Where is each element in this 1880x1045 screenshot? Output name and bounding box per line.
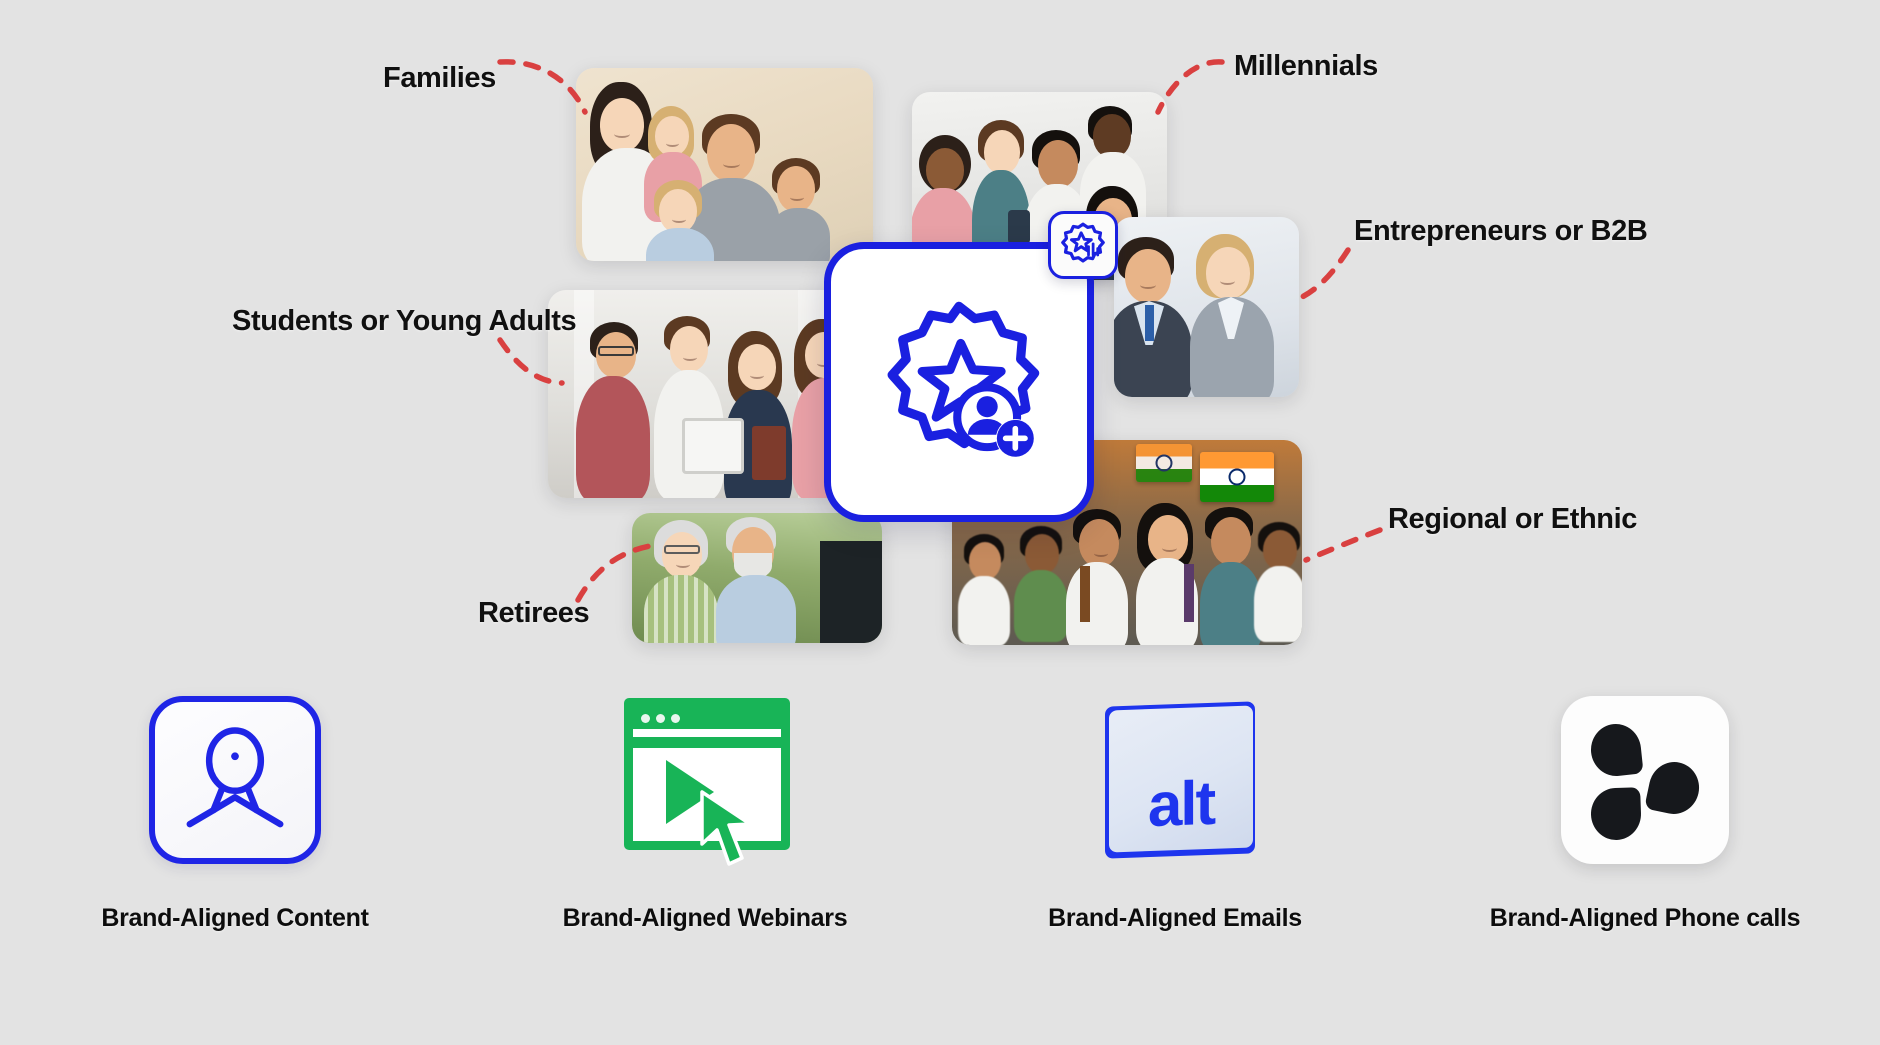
connector-millennials: [1155, 59, 1225, 115]
feature-emails-art: alt: [1087, 690, 1263, 870]
browser-frame: [624, 698, 790, 850]
feature-phone-label: Brand-Aligned Phone calls: [1489, 904, 1801, 932]
browser-dot: [641, 713, 650, 723]
badge-star-analytics-icon: [1060, 220, 1106, 271]
feature-webinars-label: Brand-Aligned Webinars: [562, 904, 848, 932]
avatar-outline-icon: [149, 696, 321, 864]
key-top-face: alt: [1109, 705, 1253, 853]
photo-families: [576, 68, 873, 261]
browser-play-cursor-icon: [610, 692, 800, 868]
feature-emails[interactable]: alt Brand-Aligned Emails: [940, 690, 1410, 980]
feature-content-art: [149, 690, 321, 870]
audience-label-entrepreneurs: Entrepreneurs or B2B: [1354, 215, 1648, 247]
audience-label-families: Families: [383, 62, 496, 94]
cursor-arrow-icon: [700, 790, 752, 866]
feature-row: Brand-Aligned Content: [0, 690, 1880, 980]
audience-label-retirees: Retirees: [478, 597, 590, 629]
dot-blob: [1644, 757, 1704, 819]
badge-star-add-person-icon: [871, 294, 1047, 470]
feature-emails-label: Brand-Aligned Emails: [1048, 904, 1302, 932]
dot-blob: [1588, 721, 1644, 779]
mini-brand-badge[interactable]: [1048, 211, 1118, 279]
feature-webinars-art: [610, 690, 800, 870]
key-side-face: alt: [1105, 701, 1255, 859]
connector-entrepreneurs: [1293, 247, 1351, 303]
browser-addressbar: [633, 737, 781, 748]
audience-label-regional: Regional or Ethnic: [1388, 503, 1637, 535]
feature-phone-art: [1561, 690, 1729, 870]
indian-flag: [1200, 452, 1274, 502]
center-brand-card[interactable]: [824, 242, 1094, 522]
feature-content[interactable]: Brand-Aligned Content: [0, 690, 470, 980]
feature-phone[interactable]: Brand-Aligned Phone calls: [1410, 690, 1880, 980]
dot-blob: [1590, 787, 1642, 841]
audience-label-students: Students or Young Adults: [232, 305, 577, 337]
photo-retirees: [632, 513, 882, 643]
indian-flag: [1136, 444, 1192, 482]
audience-label-millennials: Millennials: [1234, 50, 1378, 82]
connector-regional: [1303, 527, 1383, 563]
browser-dot: [671, 713, 680, 723]
key-label: alt: [1147, 768, 1215, 841]
alt-key-icon: alt: [1087, 692, 1263, 868]
feature-webinars[interactable]: Brand-Aligned Webinars: [470, 690, 940, 980]
photo-entrepreneurs: [1114, 217, 1299, 397]
browser-dot: [656, 713, 665, 723]
feature-content-label: Brand-Aligned Content: [101, 904, 369, 932]
three-dots-tile-icon: [1561, 696, 1729, 864]
connector-families: [497, 59, 588, 115]
browser-titlebar: [633, 707, 781, 729]
